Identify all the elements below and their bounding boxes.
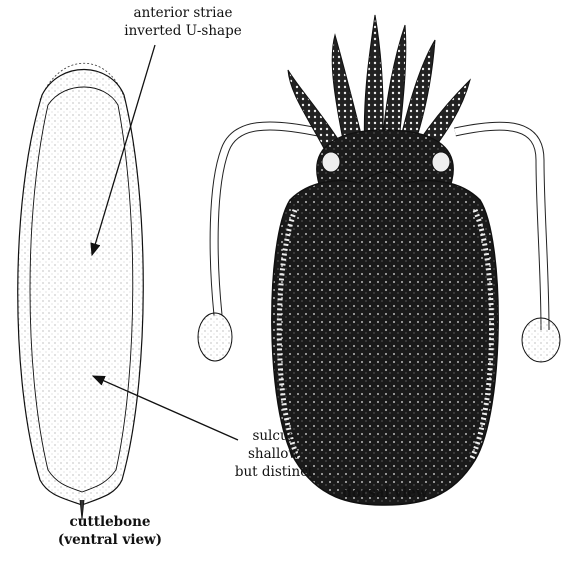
cuttlebone-drawing [18,63,144,520]
dorsal-view-label: dorsal view [330,484,440,502]
right-eye [432,152,450,172]
cuttlebone-label: cuttlebone (ventral view) [40,513,180,549]
left-tentacle-club [198,313,232,361]
cuttlebone-outer [18,69,144,505]
anterior-striae-label: anterior striae inverted U-shape [108,4,258,40]
left-eye [322,152,340,172]
right-tentacle-club [522,318,560,362]
sulcus-label: sulcus shallow but distinct [224,427,324,481]
